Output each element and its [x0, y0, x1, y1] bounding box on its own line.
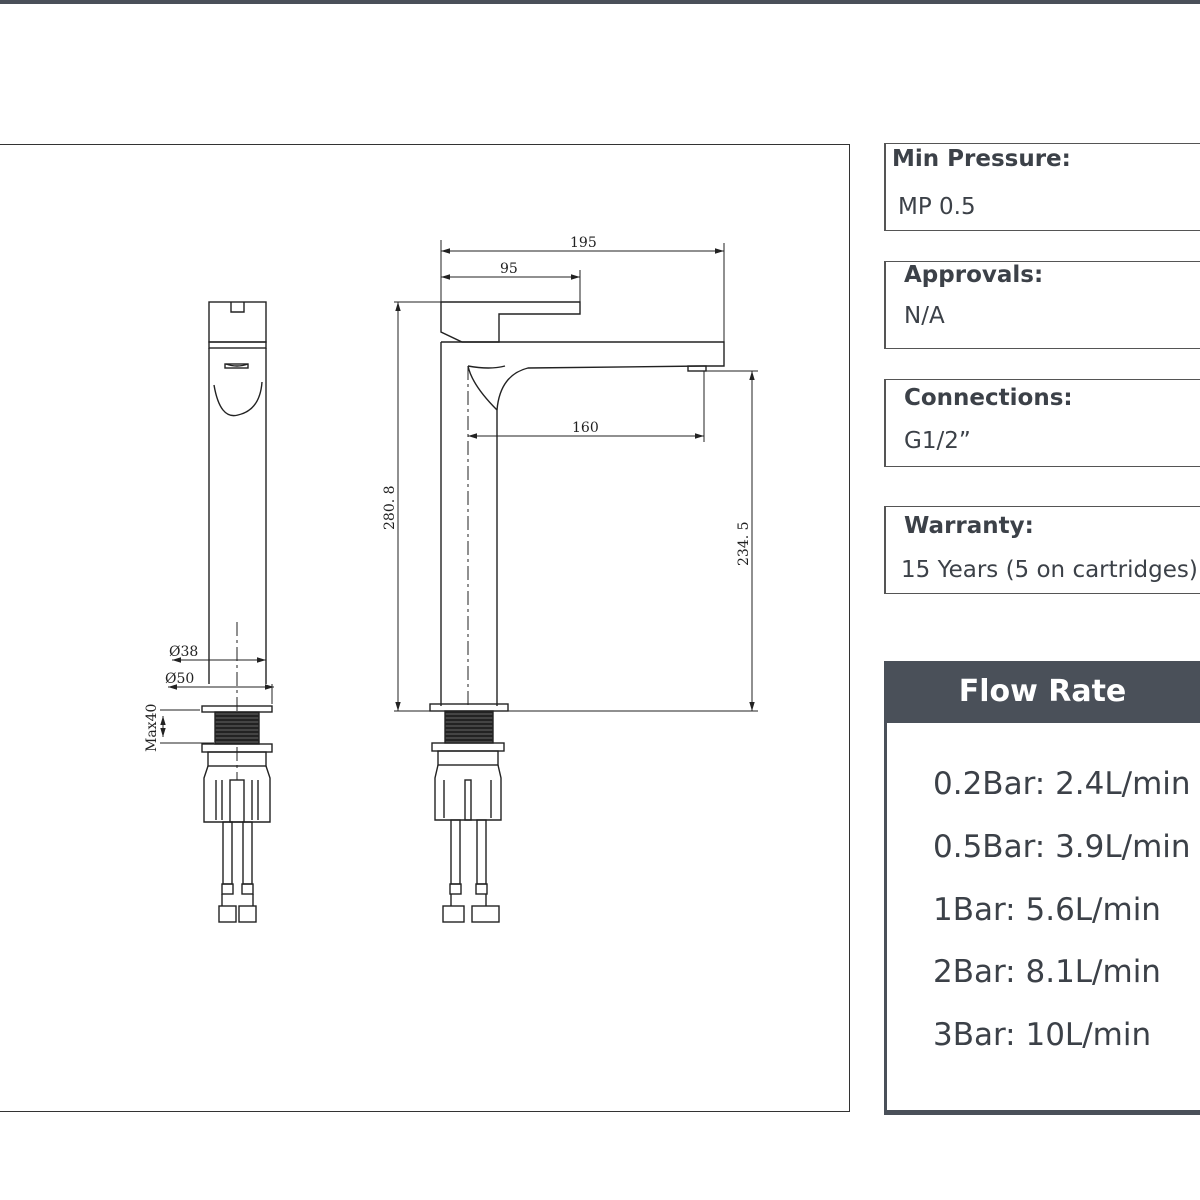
- flow-rate-row: 3Bar: 10L/min: [933, 1017, 1152, 1053]
- flow-rate-panel: Flow Rate 0.2Bar: 2.4L/min 0.5Bar: 3.9L/…: [884, 661, 1200, 1115]
- spec-connections-value: G1/2”: [904, 428, 971, 454]
- spec-min-pressure: Min Pressure: MP 0.5: [884, 143, 1200, 231]
- dim-max-deck: Max40: [144, 704, 160, 752]
- spec-warranty-value: 15 Years (5 on cartridges): [901, 557, 1198, 583]
- side-dimensions: [160, 657, 274, 744]
- side-view: [201, 301, 273, 923]
- flow-rate-row: 0.2Bar: 2.4L/min: [933, 766, 1191, 802]
- front-view: [429, 301, 725, 923]
- spec-min-pressure-value: MP 0.5: [898, 194, 976, 220]
- drawing-frame: [0, 144, 850, 1112]
- spec-warranty: Warranty: 15 Years (5 on cartridges): [884, 506, 1200, 594]
- spec-connections: Connections: G1/2”: [884, 379, 1200, 467]
- spec-approvals: Approvals: N/A: [884, 261, 1200, 349]
- spec-approvals-value: N/A: [904, 303, 945, 329]
- spec-connections-label: Connections:: [904, 385, 1073, 411]
- dim-spout-reach: 160: [572, 420, 599, 436]
- top-rule: [0, 0, 1200, 4]
- dim-base-diameter: Ø50: [165, 671, 194, 687]
- dim-overall-length: 195: [570, 235, 597, 251]
- dim-spout-height: 234. 5: [736, 521, 752, 566]
- flow-rate-row: 2Bar: 8.1L/min: [933, 954, 1161, 990]
- dim-body-diameter: Ø38: [169, 644, 198, 660]
- flow-rate-row: 1Bar: 5.6L/min: [933, 892, 1161, 928]
- flow-rate-title: Flow Rate: [887, 661, 1200, 723]
- spec-approvals-label: Approvals:: [904, 262, 1044, 288]
- spec-min-pressure-label: Min Pressure:: [892, 146, 1071, 172]
- dim-lever-length: 95: [500, 261, 518, 277]
- flow-rate-row: 0.5Bar: 3.9L/min: [933, 829, 1191, 865]
- front-dimensions: [394, 240, 758, 712]
- dim-total-height: 280. 8: [382, 485, 398, 530]
- spec-warranty-label: Warranty:: [904, 513, 1034, 539]
